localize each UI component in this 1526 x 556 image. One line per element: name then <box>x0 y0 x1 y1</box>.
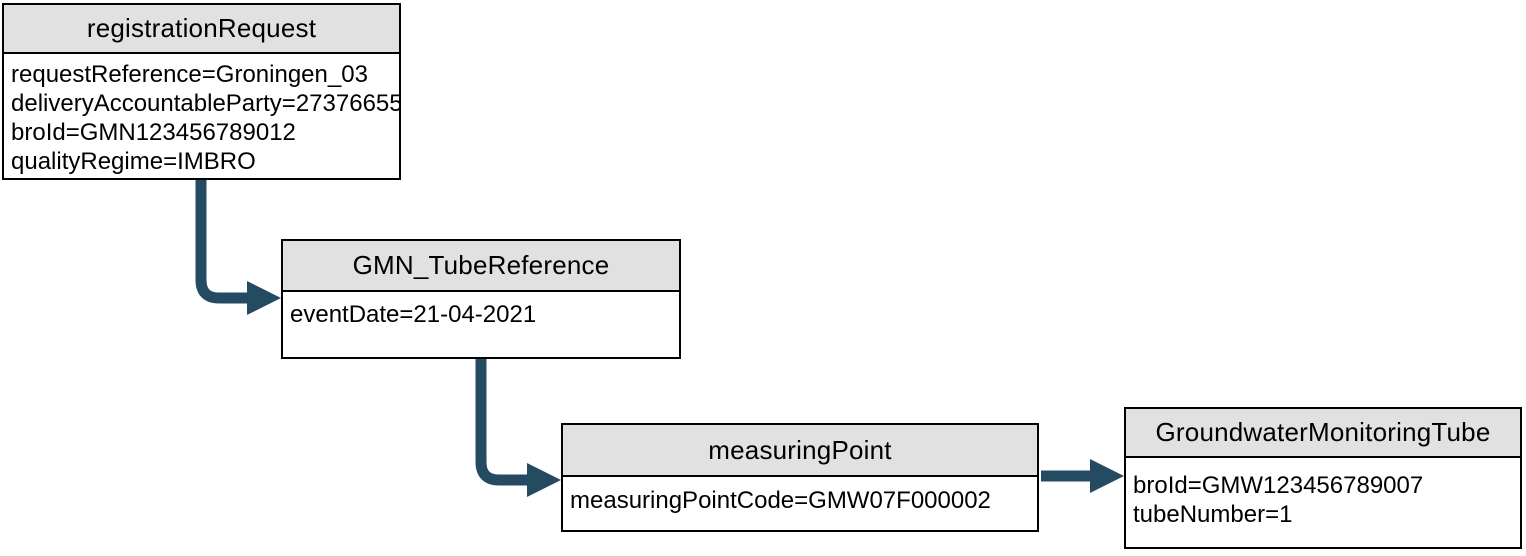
node-attributes: eventDate=21-04-2021 <box>283 292 679 329</box>
node-attributes: broId=GMW123456789007 tubeNumber=1 <box>1126 458 1520 529</box>
node-title: measuringPoint <box>563 425 1037 477</box>
node-title: GroundwaterMonitoringTube <box>1126 409 1520 458</box>
node-title: GMN_TubeReference <box>283 241 679 292</box>
connector-gmn-tubereference-to-measuringpoint <box>475 359 528 486</box>
node-attribute: broId=GMW123456789007 <box>1133 472 1424 499</box>
node-attributes: requestReference=Groningen_03 deliveryAc… <box>4 54 399 176</box>
arrowhead-gmn-tubereference <box>247 281 281 315</box>
node-attribute: deliveryAccountableParty=27376655 <box>11 90 399 117</box>
node-measuring-point: measuringPoint measuringPointCode=GMW07F… <box>561 423 1039 532</box>
node-attributes: measuringPointCode=GMW07F000002 <box>563 477 1037 515</box>
node-gmn-tube-reference: GMN_TubeReference eventDate=21-04-2021 <box>281 239 681 359</box>
node-attribute: requestReference=Groningen_03 <box>11 61 368 88</box>
node-attribute: eventDate=21-04-2021 <box>290 301 537 328</box>
arrowhead-measuringpoint <box>527 463 561 497</box>
node-attribute: measuringPointCode=GMW07F000002 <box>570 487 991 514</box>
node-attribute: broId=GMN123456789012 <box>11 119 296 146</box>
node-groundwater-monitoring-tube: GroundwaterMonitoringTube broId=GMW12345… <box>1124 407 1522 549</box>
arrowhead-groundwatermonitoringtube <box>1090 459 1124 493</box>
node-registration-request: registrationRequest requestReference=Gro… <box>2 3 401 180</box>
node-attribute: tubeNumber=1 <box>1133 501 1293 528</box>
connector-registrationrequest-to-gmn-tubereference <box>195 180 248 304</box>
node-attribute: qualityRegime=IMBRO <box>11 148 256 175</box>
node-title: registrationRequest <box>4 5 399 54</box>
